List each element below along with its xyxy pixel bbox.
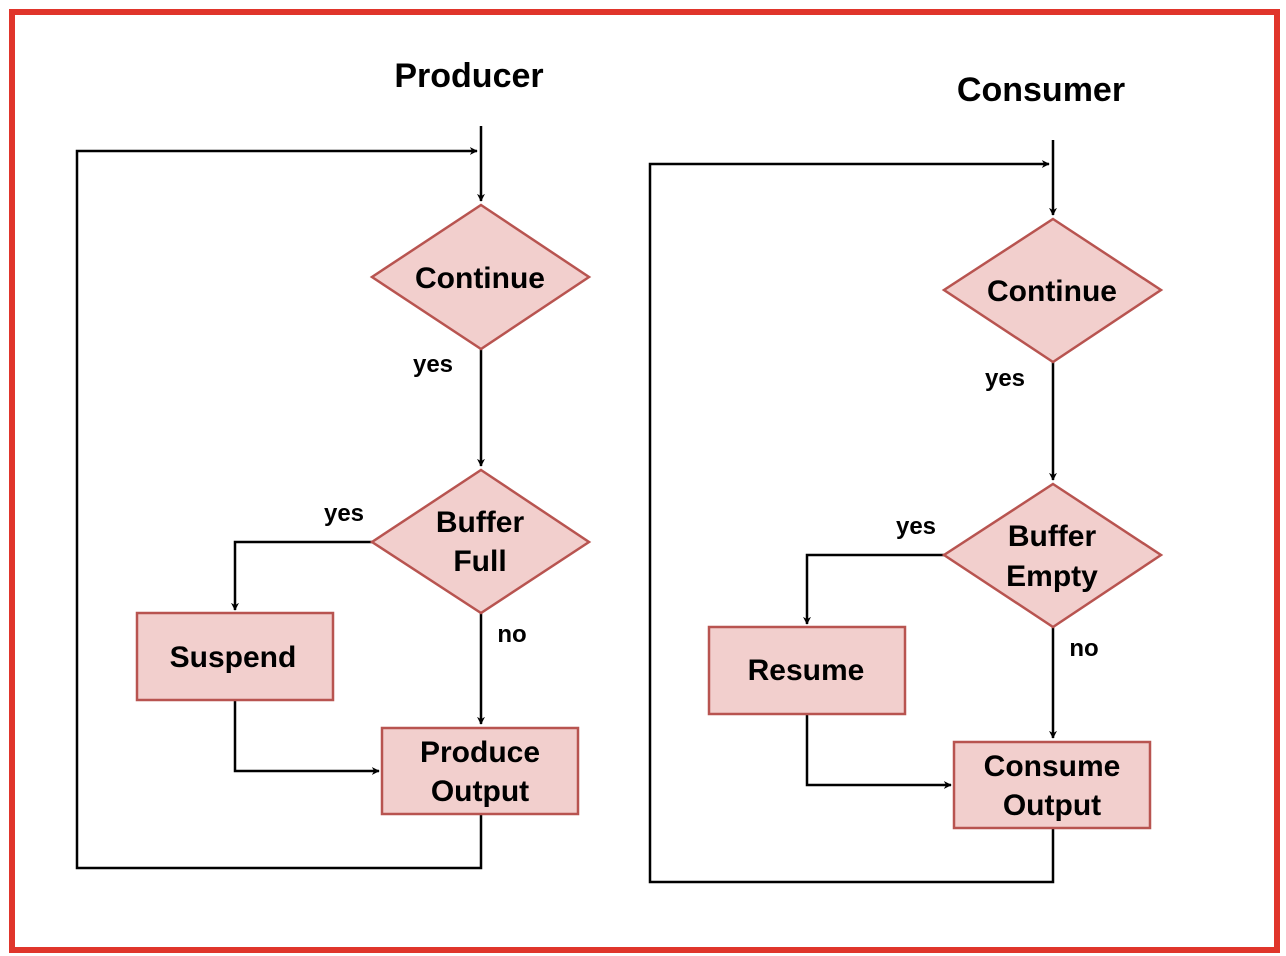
producer-suspend-label: Suspend (170, 641, 297, 674)
consumer-continue-decision (941, 217, 1164, 364)
consumer-output-box (952, 740, 1152, 830)
producer-output-box (380, 726, 580, 816)
consumer-resume-label: Resume (748, 654, 865, 687)
consumer-title: Consumer (957, 71, 1125, 109)
producer-no-label: no (497, 621, 526, 648)
consumer-buffer-line1: Buffer (1008, 520, 1097, 553)
edge-buffer-to-resume (803, 553, 944, 625)
producer-buffer-line2: Full (453, 545, 506, 578)
consumer-resume-box (707, 625, 907, 716)
edge-loop-back (75, 147, 483, 870)
producer-output-line1: Produce (420, 736, 540, 769)
producer-title: Producer (394, 57, 543, 95)
consumer-yes-label-1: yes (985, 365, 1025, 392)
producer-flowchart: Producer Continue Buffer Full Suspend Pr… (75, 57, 592, 870)
consumer-buffer-line2: Empty (1006, 560, 1098, 593)
edge-resume-to-output (805, 714, 952, 789)
edge-buffer-to-suspend (231, 540, 372, 611)
consumer-output-line2: Output (1003, 789, 1101, 822)
producer-yes-label-1: yes (413, 351, 453, 378)
producer-buffer-full-decision (369, 468, 592, 615)
producer-output-line2: Output (431, 775, 529, 808)
producer-buffer-line1: Buffer (436, 506, 525, 539)
producer-continue-decision (369, 203, 592, 351)
edge-loop-back (648, 160, 1055, 884)
producer-yes-label-2: yes (324, 500, 364, 527)
consumer-buffer-empty-decision (941, 482, 1164, 629)
producer-suspend-box (135, 611, 335, 702)
consumer-no-label: no (1069, 635, 1098, 662)
consumer-output-line1: Consume (984, 750, 1121, 783)
edge-suspend-to-output (233, 700, 380, 775)
consumer-yes-label-2: yes (896, 513, 936, 540)
consumer-continue-label: Continue (987, 275, 1117, 308)
consumer-flowchart: Consumer Continue Buffer Empty Resume Co… (648, 71, 1164, 884)
producer-continue-label: Continue (415, 262, 545, 295)
